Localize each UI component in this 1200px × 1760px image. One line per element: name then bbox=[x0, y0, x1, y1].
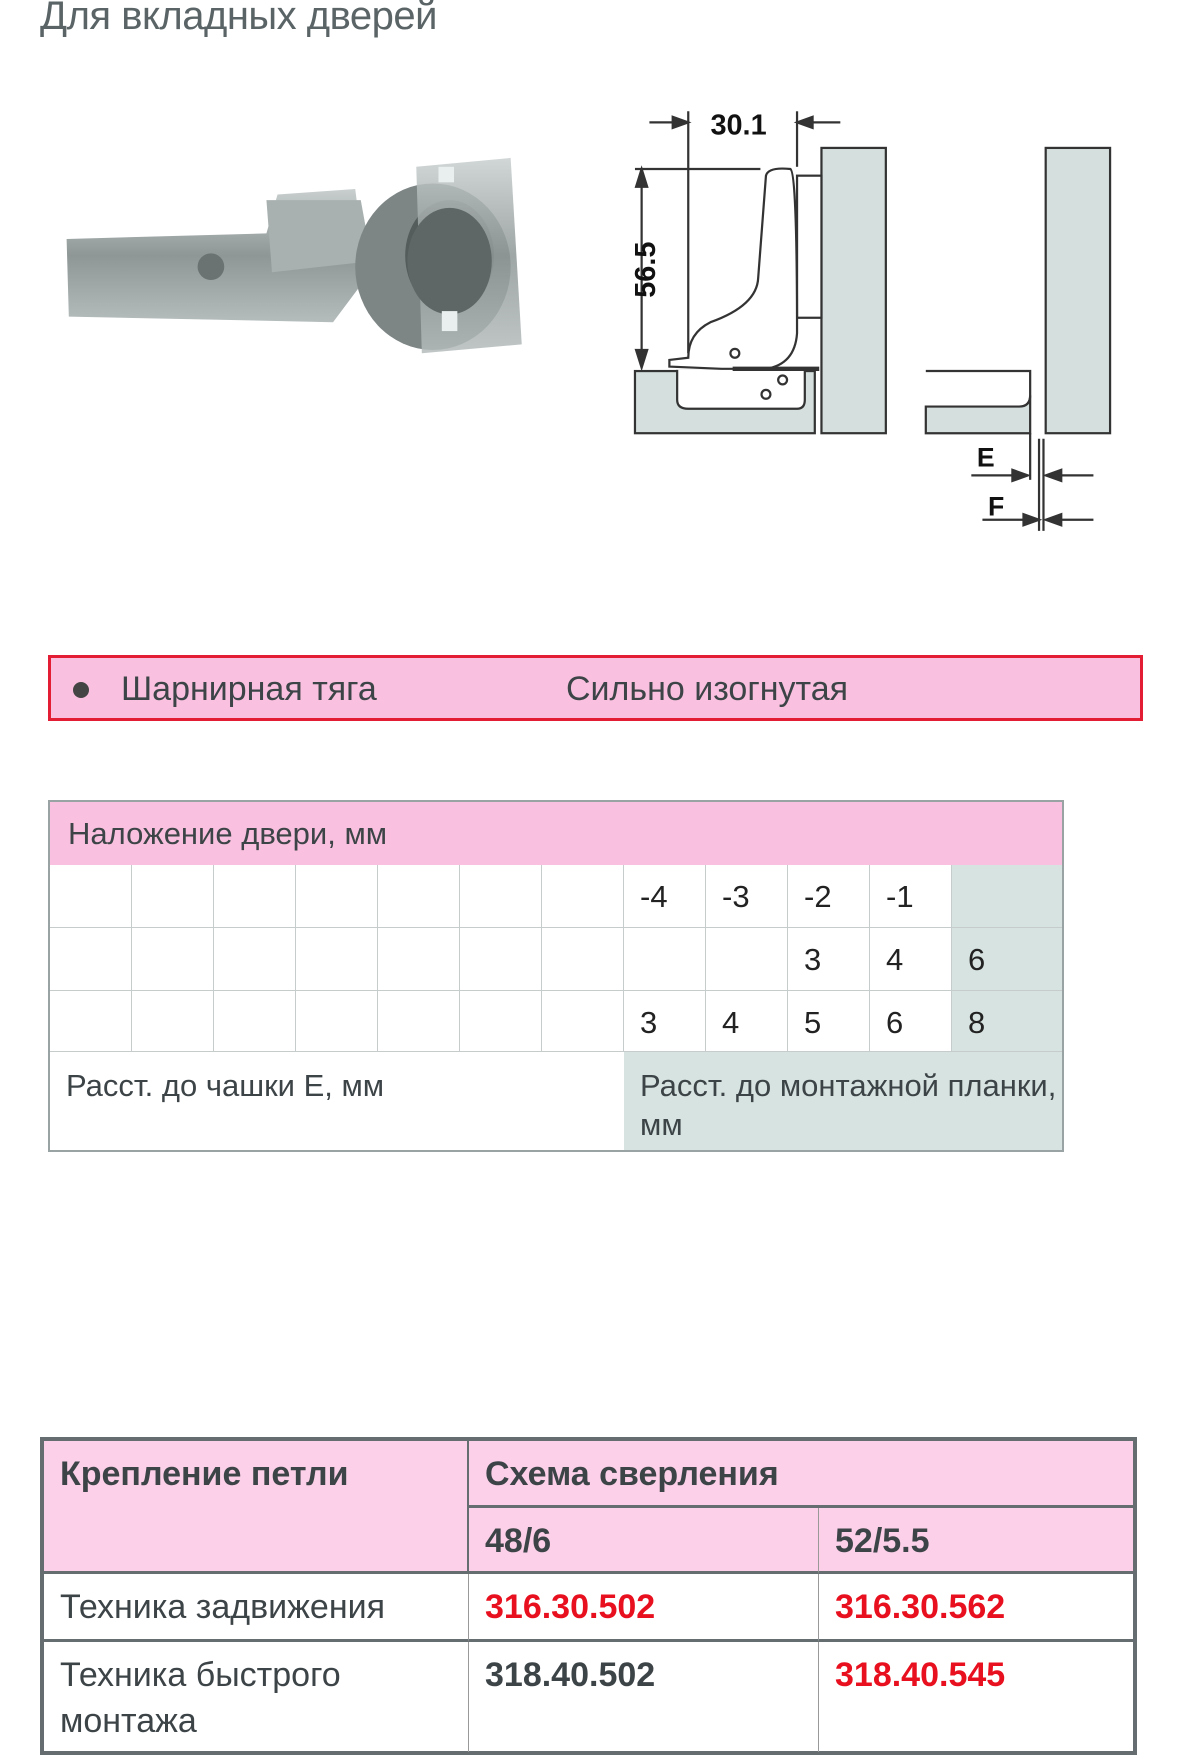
overlay-cell bbox=[460, 991, 542, 1052]
overlay-cell bbox=[624, 928, 706, 991]
overlay-cell: 6 bbox=[870, 991, 952, 1052]
overlay-cell-value: 8 bbox=[968, 1005, 986, 1040]
hinge-arm-banner: Шарнирная тяга Сильно изогнутая bbox=[48, 655, 1143, 721]
overlay-cell bbox=[542, 991, 624, 1052]
overlay-cell bbox=[952, 865, 1062, 928]
overlay-cell-value: 5 bbox=[804, 1005, 822, 1040]
page-title: Для вкладных дверей bbox=[40, 0, 438, 38]
hinge-photo bbox=[66, 157, 522, 354]
label-f: F bbox=[988, 491, 1004, 521]
overlay-cell bbox=[50, 865, 132, 928]
overlay-cell bbox=[296, 991, 378, 1052]
overlay-cell bbox=[542, 865, 624, 928]
overlay-cell-value: 6 bbox=[886, 1005, 904, 1040]
overlay-cell bbox=[132, 865, 214, 928]
overlay-cell: -2 bbox=[788, 865, 870, 928]
overlay-cell bbox=[214, 991, 296, 1052]
row-label-quick-mount: Техника быстрого монтажа bbox=[44, 1642, 469, 1752]
footer-cup-distance: Расст. до чашки E, мм bbox=[66, 1068, 385, 1103]
overlay-cell-value: 6 bbox=[968, 942, 986, 977]
article-number[interactable]: 318.40.545 bbox=[835, 1656, 1006, 1694]
subheader-48-6: 48/6 bbox=[469, 1508, 819, 1574]
overlay-cell-value: -4 bbox=[640, 879, 668, 914]
dim-width-label: 30.1 bbox=[710, 110, 766, 142]
dim-height-label: 56.5 bbox=[630, 242, 662, 298]
overlay-cell: 3 bbox=[788, 928, 870, 991]
overlay-cell bbox=[378, 928, 460, 991]
subheader-52-5-5: 52/5.5 bbox=[819, 1508, 1133, 1574]
overlay-cell: 4 bbox=[870, 928, 952, 991]
overlay-cell-value: -3 bbox=[722, 879, 750, 914]
overlay-cell bbox=[296, 928, 378, 991]
banner-label: Шарнирная тяга bbox=[121, 670, 377, 708]
overlay-cell bbox=[542, 928, 624, 991]
label-e: E bbox=[977, 443, 995, 473]
overlay-cell-value: 3 bbox=[640, 1005, 658, 1040]
overlay-cell bbox=[214, 865, 296, 928]
article-number[interactable]: 316.30.562 bbox=[819, 1574, 1133, 1642]
order-table: Крепление петли Схема сверления 48/6 52/… bbox=[40, 1437, 1137, 1755]
overlay-cell bbox=[706, 928, 788, 991]
overlay-cell: -4 bbox=[624, 865, 706, 928]
overlay-cell bbox=[132, 928, 214, 991]
overlay-cell bbox=[50, 991, 132, 1052]
overlay-cell bbox=[378, 865, 460, 928]
overlay-cell-value: 3 bbox=[804, 942, 822, 977]
hinge-illustration: 30.1 56.5 E F bbox=[66, 110, 1112, 531]
overlay-cell: 6 bbox=[952, 928, 1062, 991]
overlay-cell bbox=[378, 991, 460, 1052]
overlay-header: Наложение двери, мм bbox=[50, 802, 1062, 865]
door-overlay-table: Наложение двери, мм -4 -3 -2 -1 3 4 6 3 4 5 6 8 Рас… bbox=[48, 800, 1064, 1152]
overlay-cell bbox=[460, 865, 542, 928]
overlay-cell: -1 bbox=[870, 865, 952, 928]
overlay-cell: 5 bbox=[788, 991, 870, 1052]
overlay-cell bbox=[132, 991, 214, 1052]
overlay-cell-value: 4 bbox=[886, 942, 904, 977]
article-number[interactable]: 318.40.502 bbox=[469, 1642, 819, 1752]
header-drilling: Схема сверления bbox=[469, 1441, 1133, 1508]
overlay-cell: 4 bbox=[706, 991, 788, 1052]
bullet-icon bbox=[73, 682, 89, 698]
overlay-cell bbox=[214, 928, 296, 991]
row-label-slide-on: Техника задвижения bbox=[44, 1574, 469, 1642]
banner-value: Сильно изогнутая bbox=[566, 670, 849, 708]
overlay-cell-value: -2 bbox=[804, 879, 832, 914]
overlay-cell bbox=[50, 928, 132, 991]
overlay-cell-value: -1 bbox=[886, 879, 914, 914]
overlay-cell: 8 bbox=[952, 991, 1062, 1052]
article-number[interactable]: 316.30.502 bbox=[469, 1574, 819, 1642]
overlay-cell bbox=[296, 865, 378, 928]
overlay-cell bbox=[460, 928, 542, 991]
overlay-cell-value: 4 bbox=[722, 1005, 740, 1040]
footer-plate-distance: Расст. до монтажной планки, мм bbox=[624, 1052, 1062, 1150]
overlay-cell: 3 bbox=[624, 991, 706, 1052]
overlay-cell: -3 bbox=[706, 865, 788, 928]
header-fixing: Крепление петли bbox=[44, 1441, 469, 1574]
dimension-drawing bbox=[633, 111, 1112, 531]
